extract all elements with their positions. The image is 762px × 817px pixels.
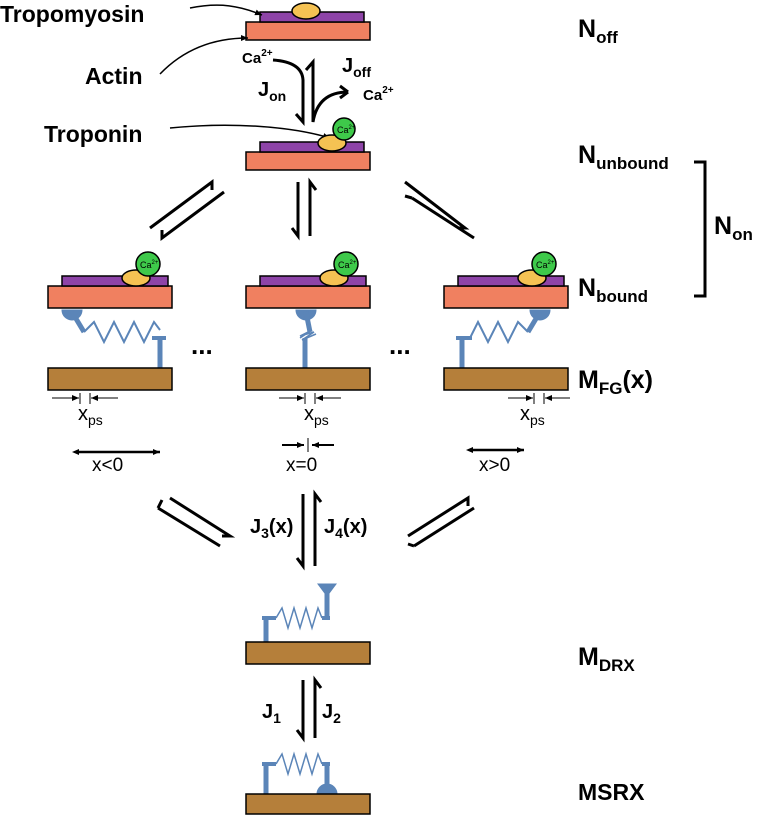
myosin-crossbridge-negative bbox=[61, 309, 166, 368]
rate-j2-label: J2 bbox=[322, 701, 341, 726]
ca-ion-released-label: Ca2+ bbox=[363, 85, 394, 104]
thin-filament-off bbox=[245, 2, 371, 41]
actin-strand bbox=[47, 285, 173, 309]
calcium-ball bbox=[135, 251, 161, 277]
state-n-bound-label: Nbound bbox=[578, 274, 648, 306]
tropomyosin-strand bbox=[457, 275, 565, 287]
actin-strand bbox=[443, 285, 569, 309]
thin-filament-bound-center: Ca2+ bbox=[245, 251, 371, 309]
xps-marker-right: xps bbox=[508, 393, 570, 428]
thin-filament-bound-left: Ca2+ bbox=[47, 251, 173, 309]
thick-filament-left bbox=[47, 367, 173, 391]
j-off-label: Joff bbox=[342, 55, 371, 80]
troponin-pointer bbox=[169, 124, 331, 139]
thick-filament-center bbox=[245, 367, 371, 391]
thin-filament-unbound: Ca2+ bbox=[245, 117, 371, 171]
displacement-zero-label: x=0 bbox=[286, 455, 317, 476]
equilibrium-arrows-upper bbox=[149, 177, 475, 241]
tropomyosin-strand bbox=[259, 141, 365, 153]
calcium-ball-label: Ca2+ bbox=[337, 125, 356, 135]
thick-filament-drx bbox=[245, 641, 371, 665]
ellipsis-left: ... bbox=[191, 330, 213, 360]
myosin-drx bbox=[262, 583, 337, 642]
myosin-crossbridge-positive bbox=[456, 309, 551, 368]
myosin-srx bbox=[262, 751, 338, 795]
displacement-positive: x>0 bbox=[466, 447, 524, 476]
tropomyosin-label: Tropomyosin bbox=[0, 1, 144, 27]
j-on-label: Jon bbox=[258, 79, 286, 104]
displacement-positive-label: x>0 bbox=[479, 455, 510, 476]
n-on-bracket bbox=[694, 160, 707, 298]
xps-label: xps bbox=[78, 403, 103, 428]
calcium-ball-label: Ca2+ bbox=[140, 260, 159, 270]
xps-label: xps bbox=[520, 403, 545, 428]
troponin-blob bbox=[291, 2, 321, 20]
calcium-binding-arrows bbox=[272, 58, 349, 126]
xps-marker-left: xps bbox=[52, 393, 118, 428]
myosin-crossbridge-zero bbox=[295, 309, 317, 368]
equilibrium-arrows-srx bbox=[295, 675, 323, 743]
displacement-zero: x=0 bbox=[282, 438, 334, 476]
tropomyosin-strand bbox=[61, 275, 169, 287]
tropomyosin-pointer bbox=[189, 4, 263, 16]
actin-strand bbox=[245, 151, 371, 171]
calcium-ball bbox=[333, 251, 359, 277]
equilibrium-arrows-lower bbox=[156, 489, 475, 571]
state-n-off-label: Noff bbox=[578, 15, 618, 47]
state-m-srx-label: MSRX bbox=[578, 779, 645, 805]
thick-filament-right bbox=[443, 367, 569, 391]
rate-j4-label: J4(x) bbox=[324, 516, 367, 541]
tropomyosin-strand bbox=[259, 275, 367, 287]
rate-j3-label: J3(x) bbox=[250, 516, 293, 541]
displacement-negative: x<0 bbox=[72, 449, 160, 476]
state-n-unbound-label: Nunbound bbox=[578, 141, 669, 173]
calcium-ball-label: Ca2+ bbox=[338, 260, 357, 270]
calcium-ball bbox=[332, 117, 356, 141]
ca-ion-label: Ca2+ bbox=[242, 48, 273, 67]
thick-filament-srx bbox=[245, 793, 371, 815]
state-n-on-label: Non bbox=[714, 212, 753, 244]
xps-marker-center: xps bbox=[279, 393, 341, 428]
calcium-ball-label: Ca2+ bbox=[536, 260, 555, 270]
displacement-negative-label: x<0 bbox=[92, 455, 123, 476]
actin-strand bbox=[245, 21, 371, 41]
xps-label: xps bbox=[304, 403, 329, 428]
actin-strand bbox=[245, 285, 371, 309]
state-m-drx-label: MDRX bbox=[578, 643, 635, 675]
rate-j1-label: J1 bbox=[262, 701, 281, 726]
troponin-label: Troponin bbox=[44, 121, 142, 147]
state-m-fg-label: MFG(x) bbox=[578, 366, 653, 398]
ellipsis-right: ... bbox=[389, 330, 411, 360]
thin-filament-bound-right: Ca2+ bbox=[443, 251, 569, 309]
calcium-ball bbox=[531, 251, 557, 277]
actin-pointer bbox=[159, 35, 249, 75]
actin-label: Actin bbox=[85, 63, 143, 89]
